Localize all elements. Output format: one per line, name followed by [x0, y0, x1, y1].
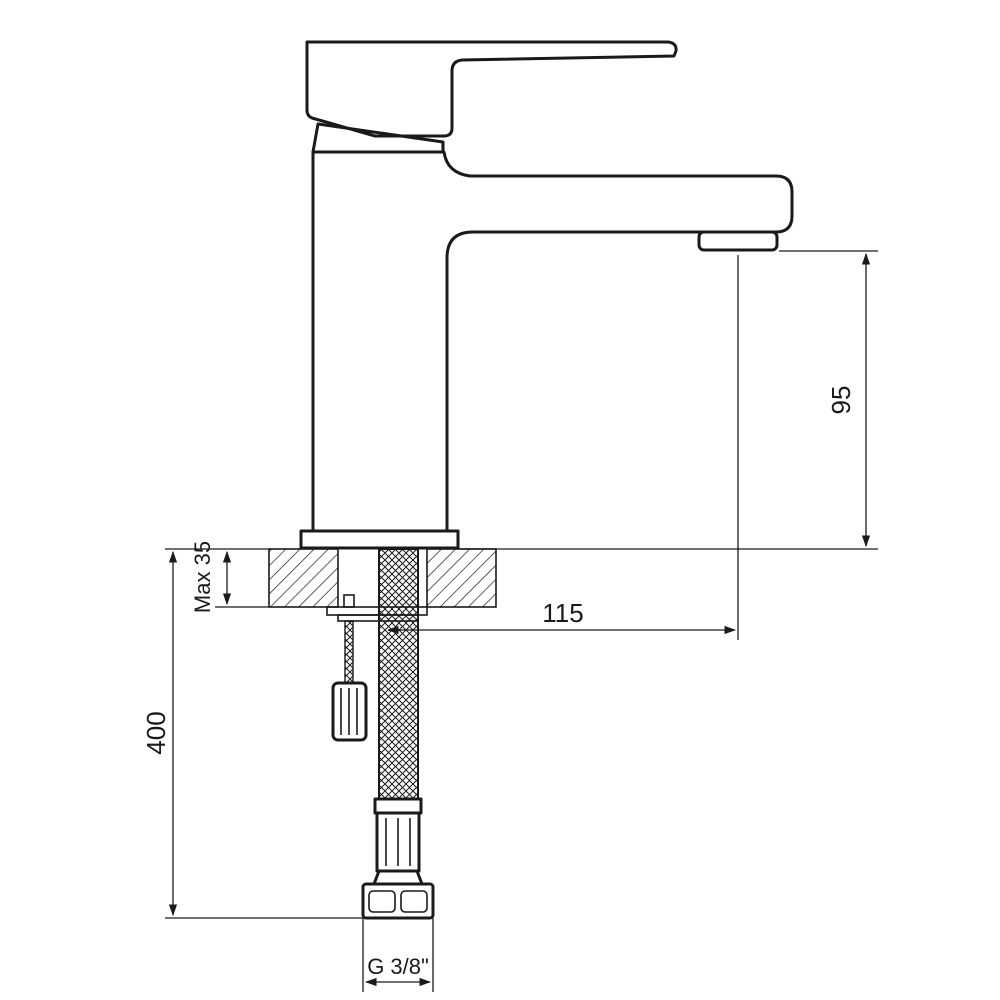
lever-handle — [305, 40, 678, 138]
countertop-left — [268, 548, 339, 608]
hose-ferrule — [373, 797, 423, 815]
connection-nut — [361, 882, 435, 920]
spout-and-body — [311, 150, 794, 533]
dimension-hose-length: 400 — [141, 550, 363, 919]
dimension-label-connection-thread: G 3/8" — [367, 954, 429, 979]
base-flange — [299, 529, 460, 550]
dimension-deck-thickness: Max 35 — [165, 541, 269, 613]
dimension-spout-reach: 115 — [386, 255, 739, 640]
threaded-rod — [344, 620, 354, 684]
dimension-label-spout-height: 95 — [826, 386, 856, 415]
dimension-spout-height: 95 — [459, 250, 878, 550]
dimension-connection-thread: G 3/8" — [362, 918, 434, 992]
faucet-body — [299, 40, 794, 550]
cartridge-collar — [311, 122, 445, 154]
countertop-right — [426, 548, 497, 608]
dimension-label-spout-reach: 115 — [542, 598, 583, 628]
thumb-nut — [331, 681, 368, 742]
flexible-hose — [361, 548, 435, 920]
aerator — [697, 230, 779, 252]
mounting-stud — [331, 594, 368, 742]
braided-hose — [378, 548, 419, 800]
dimension-label-hose-length: 400 — [141, 711, 171, 754]
dimension-label-deck-thickness: Max 35 — [190, 541, 215, 613]
